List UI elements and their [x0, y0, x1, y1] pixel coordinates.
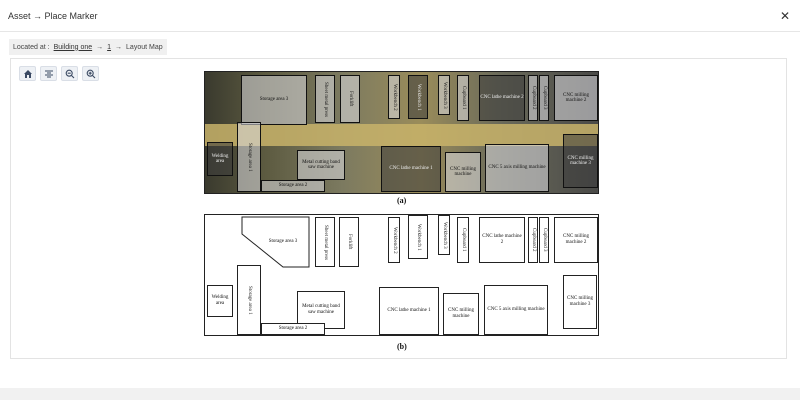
zoom-out-icon — [65, 69, 74, 78]
photo-storage-area-3[interactable]: Storage area 3 — [241, 75, 307, 125]
photo-cnc-milling-2[interactable]: CNC milling machine 2 — [554, 75, 598, 121]
photo-storage-area-1[interactable]: Storage area 1 — [237, 122, 261, 192]
plan-cnc-milling[interactable]: CNC milling machine — [443, 293, 479, 335]
breadcrumb-arrow-icon: → — [115, 43, 123, 51]
plan-metal-cutting[interactable]: Metal cutting band saw machine — [297, 291, 345, 329]
plan-cnc-lathe-1[interactable]: CNC lathe machine 1 — [379, 287, 439, 335]
photo-cnc-milling[interactable]: CNC milling machine — [445, 152, 481, 192]
zoom-in-icon — [86, 69, 95, 78]
zoom-out-button[interactable] — [61, 66, 78, 81]
align-center-icon — [44, 70, 53, 77]
zoom-in-button[interactable] — [82, 66, 99, 81]
dialog-header: Asset → Place Marker ✕ — [0, 0, 800, 32]
photo-workbench-2[interactable]: Workbench 2 — [388, 75, 400, 119]
floor-area — [205, 124, 598, 146]
layout-photo[interactable]: Storage area 3 Sheet metal press Forklif… — [204, 71, 599, 194]
plan-sheet-metal-press[interactable]: Sheet metal press — [315, 217, 335, 267]
close-icon[interactable]: ✕ — [779, 8, 790, 23]
photo-cnc-milling-3[interactable]: CNC milling machine 3 — [563, 134, 598, 188]
breadcrumb-arrow-icon: → — [96, 43, 104, 51]
breadcrumb: Located at : Building one → 1 → Layout M… — [9, 39, 167, 55]
photo-cupboard-1[interactable]: Cupboard 1 — [457, 75, 469, 121]
breadcrumb-building-link[interactable]: Building one — [53, 43, 93, 51]
photo-cnc-lathe-1[interactable]: CNC lathe machine 1 — [381, 146, 441, 192]
breadcrumb-prefix: Located at : — [13, 43, 50, 51]
plan-cupboard-3[interactable]: Cupboard 3 — [539, 217, 549, 263]
photo-welding-area[interactable]: Welding area — [207, 142, 233, 176]
plan-storage-area-1[interactable]: Storage area 1 — [237, 265, 261, 335]
plan-welding-area[interactable]: Welding area — [207, 285, 233, 317]
home-button[interactable] — [19, 66, 36, 81]
map-toolbar — [19, 66, 99, 81]
plan-storage-area-3[interactable]: Storage area 3 — [268, 239, 298, 245]
caption-a: (a) — [397, 196, 407, 205]
plan-cupboard-1[interactable]: Cupboard 1 — [457, 217, 469, 263]
photo-storage-area-2[interactable]: Storage area 2 — [261, 180, 325, 192]
layout-map-panel[interactable]: Storage area 3 Sheet metal press Forklif… — [10, 58, 787, 359]
plan-workbench-1[interactable]: Workbench 1 — [408, 215, 428, 259]
plan-cnc-milling-3[interactable]: CNC milling machine 3 — [563, 275, 597, 329]
place-marker-dialog: Asset → Place Marker ✕ Located at : Buil… — [0, 0, 800, 388]
photo-cupboard-3[interactable]: Cupboard 3 — [539, 75, 549, 121]
breadcrumb-current: Layout Map — [126, 43, 163, 51]
home-icon — [23, 69, 32, 78]
photo-workbench-3[interactable]: Workbench 3 — [438, 75, 450, 115]
photo-forklift[interactable]: Forklift — [340, 75, 360, 123]
photo-workbench-1[interactable]: Workbench 1 — [408, 75, 428, 119]
plan-cnc-lathe-2[interactable]: CNC lathe machine 2 — [479, 217, 525, 263]
plan-forklift[interactable]: Forklift — [339, 217, 359, 267]
plan-workbench-3[interactable]: Workbench 3 — [438, 215, 450, 255]
plan-cnc-milling-2[interactable]: CNC milling machine 2 — [554, 217, 598, 263]
photo-cupboard-2[interactable]: Cupboard 2 — [528, 75, 538, 121]
dialog-title: Asset → Place Marker — [8, 10, 98, 21]
photo-sheet-metal-press[interactable]: Sheet metal press — [315, 75, 335, 123]
storage-area-3-shape — [241, 216, 310, 268]
plan-cnc-5axis[interactable]: CNC 5 axis milling machine — [484, 285, 548, 335]
center-button[interactable] — [40, 66, 57, 81]
photo-metal-cutting[interactable]: Metal cutting band saw machine — [297, 150, 345, 180]
layout-plan[interactable]: Storage area 3 Sheet metal press Forklif… — [204, 214, 599, 336]
photo-cnc-5axis[interactable]: CNC 5 axis milling machine — [485, 144, 549, 192]
plan-storage-area-2[interactable]: Storage area 2 — [261, 323, 325, 335]
photo-cnc-lathe-2[interactable]: CNC lathe machine 2 — [479, 75, 525, 121]
caption-b: (b) — [397, 342, 407, 351]
plan-cupboard-2[interactable]: Cupboard 2 — [528, 217, 538, 263]
breadcrumb-floor-link[interactable]: 1 — [107, 43, 112, 51]
plan-workbench-2[interactable]: Workbench 2 — [388, 217, 400, 263]
